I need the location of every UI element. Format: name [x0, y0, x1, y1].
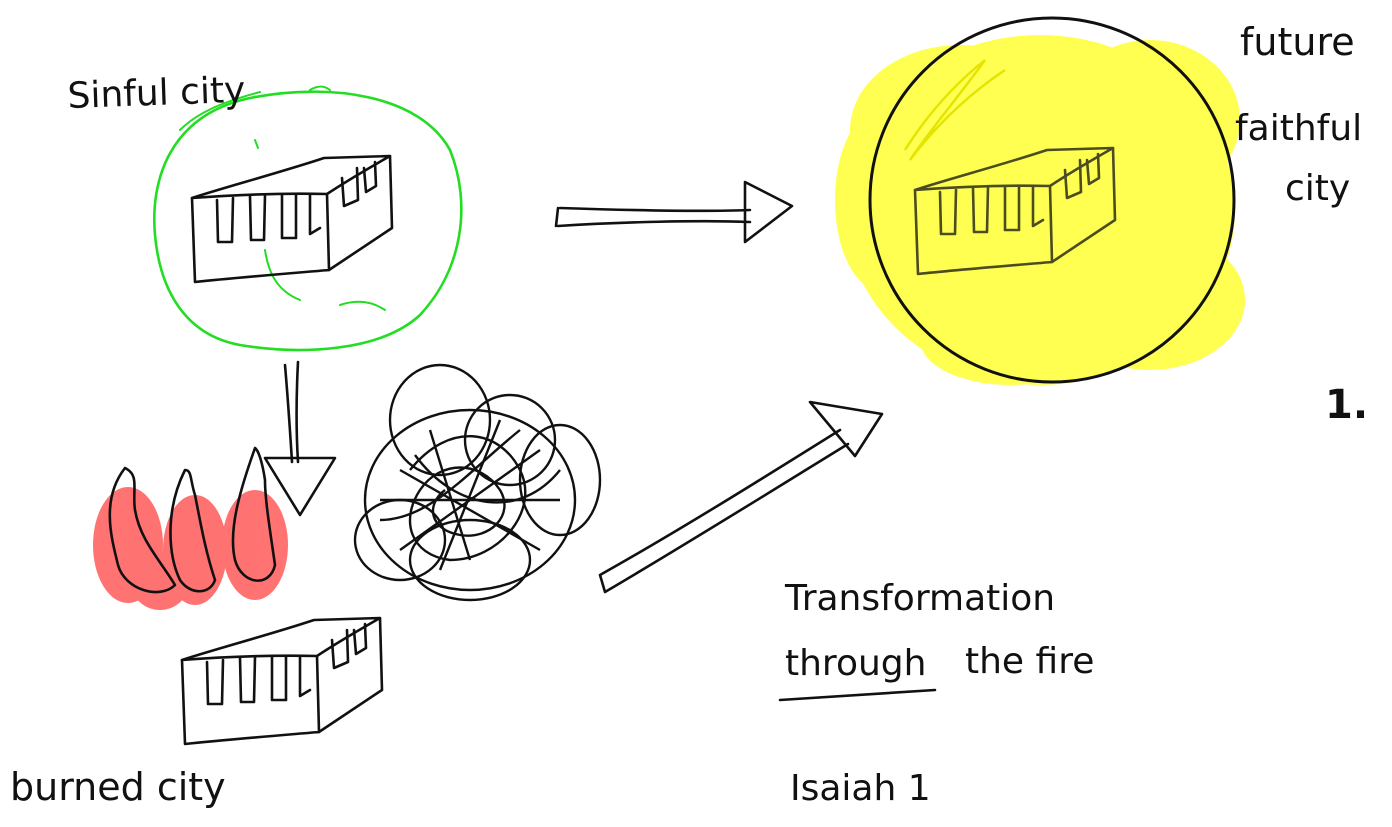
reference-label: Isaiah 1: [790, 768, 931, 809]
future-label-line1: future: [1240, 20, 1355, 64]
arrow-down-icon: [263, 360, 337, 517]
future-city-group: future faithful city: [835, 16, 1362, 385]
sinful-city-label: Sinful city: [67, 70, 246, 117]
arrow-diagonal-icon: [598, 400, 884, 594]
green-outline: [153, 90, 463, 352]
burned-city-label: burned city: [10, 765, 226, 809]
number-marker: 1.: [1325, 382, 1368, 428]
sinful-city-group: Sinful city: [67, 70, 463, 352]
smoke-scribble-icon: [353, 363, 602, 602]
flame-icon: [93, 446, 288, 610]
through-underline: [778, 688, 937, 702]
future-label-line2: faithful: [1235, 108, 1362, 149]
arrow-right-icon: [554, 180, 794, 244]
the-fire-label: the fire: [965, 641, 1094, 682]
transformation-label: Transformation: [784, 578, 1055, 619]
city-building-icon: [180, 616, 384, 746]
yellow-glow: [835, 35, 1245, 385]
future-label-line3: city: [1285, 168, 1350, 209]
city-building-icon: [190, 154, 394, 284]
green-scribble: [179, 85, 386, 311]
through-label: through: [785, 643, 926, 684]
yellow-scribble: [903, 59, 1006, 161]
transformation-note: Transformation through the fire Isaiah 1: [778, 578, 1094, 809]
black-circle-outline: [868, 16, 1236, 384]
